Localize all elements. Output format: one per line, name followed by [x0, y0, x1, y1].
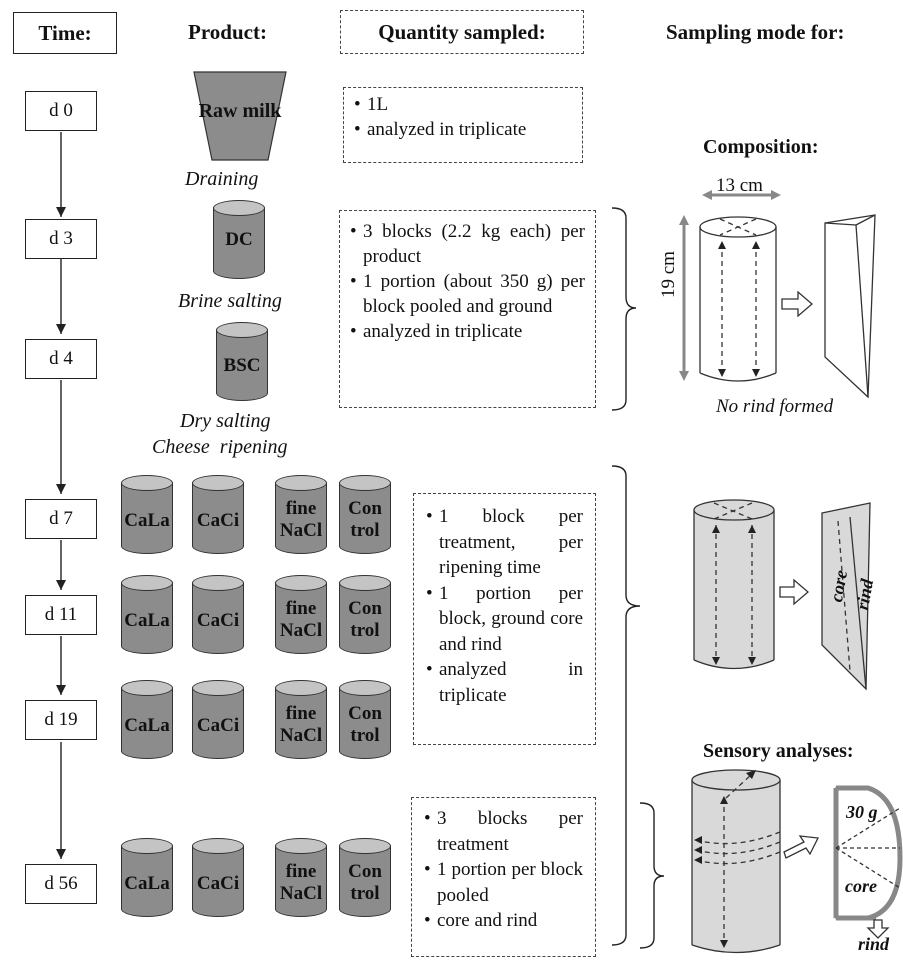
time-d4-label: d 4 — [49, 348, 73, 369]
fine-nacl-label: fine — [285, 861, 317, 882]
bullet: 3 blocks per treatment — [424, 806, 583, 857]
sensory-core-label: core — [845, 876, 877, 896]
no-rind-label: No rind formed — [716, 396, 834, 417]
control-label: trol — [350, 883, 380, 904]
quantity-box-2: 3 blocks (2.2 kg each) per product 1 por… — [339, 210, 596, 408]
time-d3-label: d 3 — [49, 228, 73, 249]
time-d7: d 7 — [25, 499, 97, 539]
sensory-diagram — [691, 769, 903, 954]
time-d4: d 4 — [25, 339, 97, 379]
cala-cylinder: CaLa — [121, 680, 173, 766]
control-label: Con — [348, 861, 382, 882]
sensory-title: Sensory analyses: — [703, 740, 854, 762]
caci-cylinder: CaCi — [192, 575, 244, 661]
control-label: trol — [350, 620, 380, 641]
time-header-text: Time: — [38, 20, 92, 45]
bullet: 1 portion (about 350 g) per block pooled… — [350, 269, 585, 319]
ripening-diagram — [693, 499, 871, 691]
sampling-header: Sampling mode for: — [666, 20, 845, 44]
quantity-header-text: Quantity sampled: — [378, 19, 546, 44]
bullet: analyzed in triplicate — [354, 117, 572, 142]
draining-label: Draining — [185, 168, 259, 190]
control-label: Con — [348, 598, 382, 619]
fine-nacl-label: NaCl — [279, 520, 323, 541]
quantity-box-2-list: 3 blocks (2.2 kg each) per product 1 por… — [350, 219, 585, 344]
control-label: Con — [348, 498, 382, 519]
bullet: 3 blocks (2.2 kg each) per product — [350, 219, 585, 269]
width-label: 13 cm — [716, 175, 763, 196]
raw-milk-label: Raw milk — [198, 100, 282, 122]
dry-salting-label: Dry salting — [180, 410, 271, 432]
cala-label: CaLa — [124, 715, 170, 736]
quantity-box-3: 1 block per treatment, per ripening time… — [413, 493, 596, 745]
bsc-cylinder: BSC — [216, 322, 268, 408]
caci-label: CaCi — [196, 873, 240, 894]
quantity-box-4: 3 blocks per treatment 1 portion per blo… — [411, 797, 596, 957]
caci-cylinder: CaCi — [192, 838, 244, 924]
bullet: 1 portion per block pooled — [424, 857, 583, 908]
time-d0: d 0 — [25, 91, 97, 131]
fine-nacl-label: NaCl — [279, 883, 323, 904]
time-d56: d 56 — [25, 864, 97, 904]
time-d7-label: d 7 — [49, 508, 73, 529]
quantity-box-4-list: 3 blocks per treatment 1 portion per blo… — [424, 806, 583, 934]
quantity-box-1: 1L analyzed in triplicate — [343, 87, 583, 163]
caci-label: CaCi — [196, 610, 240, 631]
cala-cylinder: CaLa — [121, 475, 173, 561]
quantity-box-1-list: 1L analyzed in triplicate — [354, 92, 572, 142]
cheese-ripening-label: Cheese ripening — [152, 436, 288, 458]
control-label: Con — [348, 703, 382, 724]
caci-cylinder: CaCi — [192, 475, 244, 561]
bullet: 1 block per treatment, per ripening time — [426, 504, 583, 581]
bullet: analyzed in triplicate — [426, 657, 583, 708]
time-d3: d 3 — [25, 219, 97, 259]
time-d19-label: d 19 — [44, 709, 78, 730]
caci-label: CaCi — [196, 715, 240, 736]
cala-label: CaLa — [124, 610, 170, 631]
cala-label: CaLa — [124, 510, 170, 531]
bullet: analyzed in triplicate — [350, 319, 585, 344]
time-d19: d 19 — [25, 700, 97, 740]
bullet: 1L — [354, 92, 572, 117]
cala-cylinder: CaLa — [121, 838, 173, 924]
control-label: trol — [350, 725, 380, 746]
caci-cylinder: CaCi — [192, 680, 244, 766]
time-d11: d 11 — [25, 595, 97, 635]
sensory-rind-label: rind — [858, 934, 890, 954]
bullet: 1 portion per block, ground core and rin… — [426, 581, 583, 658]
cala-cylinder: CaLa — [121, 575, 173, 661]
fine-nacl-label: fine — [285, 498, 317, 519]
quantity-box-3-list: 1 block per treatment, per ripening time… — [426, 504, 583, 708]
brine-salting-label: Brine salting — [178, 290, 282, 312]
composition-title: Composition: — [703, 136, 819, 158]
time-d11-label: d 11 — [44, 604, 78, 625]
fine-nacl-label: NaCl — [279, 725, 323, 746]
fine-nacl-label: fine — [285, 598, 317, 619]
time-d0-label: d 0 — [49, 100, 73, 121]
bullet: core and rind — [424, 908, 583, 934]
time-d56-label: d 56 — [44, 873, 78, 894]
control-label: trol — [350, 520, 380, 541]
product-header: Product: — [188, 20, 267, 44]
fine-nacl-label: NaCl — [279, 620, 323, 641]
caci-label: CaCi — [196, 510, 240, 531]
cala-label: CaLa — [124, 873, 170, 894]
raw-milk-funnel — [193, 71, 287, 161]
quantity-header: Quantity sampled: — [340, 10, 584, 54]
time-header: Time: — [13, 12, 117, 54]
dc-cylinder: DC — [213, 200, 265, 286]
sensory-grams-label: 30 g — [846, 802, 878, 822]
composition-diagram — [679, 190, 876, 399]
fine-nacl-label: fine — [285, 703, 317, 724]
